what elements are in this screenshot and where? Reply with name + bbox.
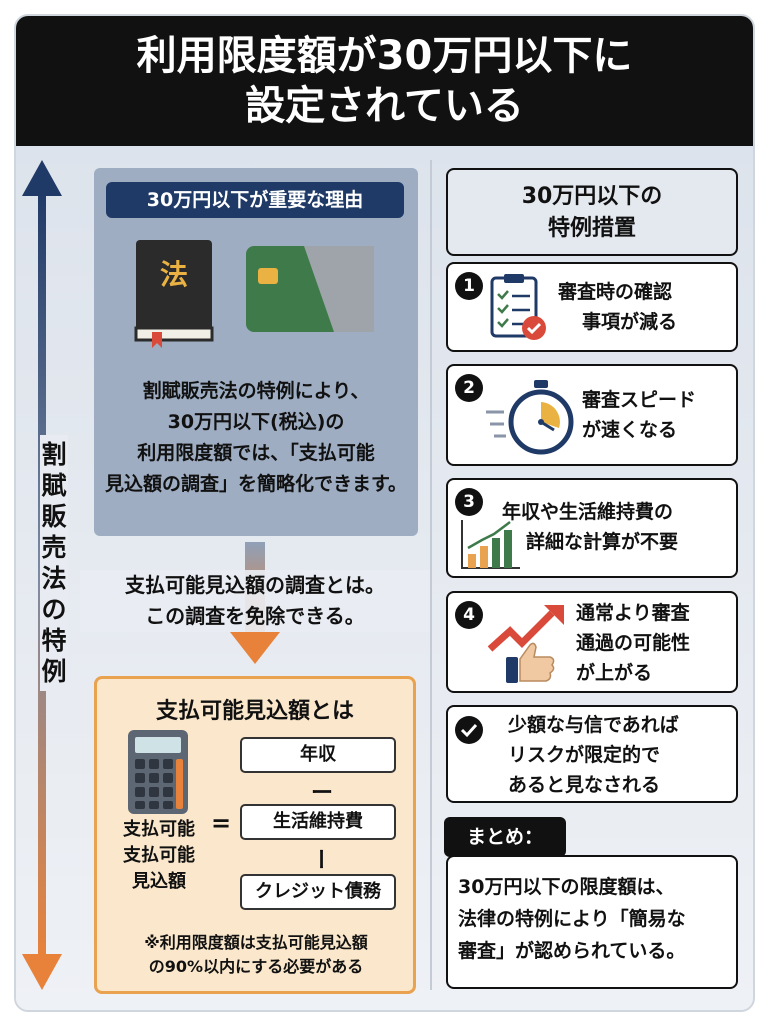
side-char: 割 — [41, 440, 67, 469]
measure-item-2: 2 審査スピード が速くなる — [446, 364, 738, 466]
item-text: 審査時の確認 事項が減る — [558, 277, 677, 337]
definition-title: 支払可能見込額とは — [155, 699, 354, 724]
item-number: 2 — [455, 374, 483, 402]
label-line: 見込額 — [132, 871, 186, 892]
law-book-icon: 法 — [134, 240, 214, 348]
reason-text: 割賦販売法の特例により、 30万円以下(税込)の 利用限度額では、「支払可能 見… — [100, 376, 412, 500]
side-char: 例 — [41, 657, 67, 686]
summary-box: 30万円以下の限度額は、 法律の特例により「簡易な 審査」が認められている。 — [446, 855, 738, 989]
summary-line: 30万円以下の限度額は、 — [458, 876, 675, 898]
item-text: 少額な与信であれば リスクが限定的で あると見なされる — [508, 710, 679, 800]
item-line: 通過の可能性 — [576, 632, 691, 654]
summary-line: 法律の特例により「簡易な — [458, 908, 686, 930]
item-line: 通常より審査 — [576, 602, 690, 624]
bar-chart-icon — [461, 520, 520, 569]
title-line-2: 設定されている — [245, 83, 524, 129]
item-line: 審査時の確認 — [558, 281, 673, 303]
heading-line: 特例措置 — [547, 216, 636, 241]
credit-debt-term: クレジット債務 — [240, 874, 396, 910]
side-char: の — [41, 595, 67, 624]
item-text: 通常より審査 通過の可能性 が上がる — [576, 598, 690, 688]
definition-note: ※利用限度額は支払可能見込額 の90%以内にする必要がある — [105, 931, 407, 979]
item-text: 審査スピード が速くなる — [582, 385, 696, 445]
trend-thumbs-up-icon — [488, 605, 564, 683]
measure-item-3: 3 年収や生活維持費の 詳細な計算が不要 — [446, 478, 738, 578]
side-char: 特 — [41, 626, 67, 655]
summary-tag: まとめ： — [444, 817, 566, 857]
credit-card-icon — [246, 246, 374, 332]
measure-item-5: 少額な与信であれば リスクが限定的で あると見なされる — [446, 705, 738, 803]
check-circle-icon — [455, 716, 483, 744]
equals-sign: = — [211, 809, 232, 837]
item-line: リスクが限定的で — [508, 744, 661, 766]
note-line: ※利用限度額は支払可能見込額 — [144, 933, 368, 952]
item-line: が上がる — [576, 662, 653, 684]
item-line: あると見なされる — [508, 774, 661, 796]
heading-line: 30万円以下の — [521, 184, 663, 209]
reason-line: 利用限度額では、「支払可能 — [137, 442, 375, 464]
summary-line: 審査」が認められている。 — [458, 940, 686, 962]
item-line: が速くなる — [582, 419, 678, 441]
living-expense-term: 生活維持費 — [240, 804, 396, 840]
minus-sign: ー — [310, 781, 333, 806]
definition-label: 支払可能 支払可能 見込額 — [107, 817, 211, 895]
item-number: 4 — [455, 601, 483, 629]
side-char: 法 — [41, 564, 67, 593]
title-banner: 利用限度額が30万円以下に 設定されている — [16, 16, 753, 146]
item-number: 1 — [455, 272, 483, 300]
exemption-text: 支払可能見込額の調査とは。 この調査を免除できる。 — [80, 570, 430, 632]
installment-sales-law-exception-label: 割 賦 販 売 法 の 特 例 — [40, 435, 68, 691]
title-line-1: 利用限度額が30万円以下に — [136, 33, 633, 79]
calculator-icon — [128, 730, 188, 814]
exemption-line: 支払可能見込額の調査とは。 — [125, 573, 385, 597]
measures-heading: 30万円以下の 特例措置 — [446, 168, 738, 256]
annual-income-term: 年収 — [240, 737, 396, 773]
side-char: 売 — [41, 533, 67, 562]
label-line: 支払可能 — [123, 819, 195, 840]
checklist-icon — [490, 274, 546, 340]
minus-sign: ー — [307, 847, 332, 870]
note-line: の90%以内にする必要がある — [148, 957, 364, 976]
definition-box: 支払可能見込額とは 支払可能 支払可能 見込額 = 年収 ー 生活維持費 ー ク… — [94, 676, 416, 994]
item-line: 事項が減る — [582, 311, 678, 333]
reason-line: 30万円以下(税込)の — [167, 411, 345, 433]
item-line: 審査スピード — [582, 389, 697, 411]
column-divider — [430, 160, 432, 990]
item-line: 年収や生活維持費の — [502, 501, 674, 523]
stopwatch-icon — [486, 380, 574, 455]
reason-line: 割賦販売法の特例により、 — [142, 380, 370, 402]
side-char: 賦 — [41, 471, 67, 500]
measure-item-1: 1 審査時の確認 事項が減る — [446, 262, 738, 352]
reason-tag: 30万円以下が重要な理由 — [106, 182, 404, 218]
exemption-line: この調査を免除できる。 — [145, 604, 365, 628]
measure-item-4: 4 通常より審査 通過の可能性 が上がる — [446, 591, 738, 693]
item-number: 3 — [455, 488, 483, 516]
book-char: 法 — [160, 258, 188, 291]
reason-panel: 30万円以下が重要な理由 法 割賦販売法の特例により、 30万円以下(税込)の … — [94, 168, 418, 536]
reason-line: 見込額の調査」を簡略化できます。 — [104, 473, 408, 495]
side-char: 販 — [41, 502, 67, 531]
item-line: 少額な与信であれば — [508, 714, 679, 736]
item-text: 年収や生活維持費の 詳細な計算が不要 — [502, 497, 678, 557]
item-line: 詳細な計算が不要 — [526, 531, 679, 553]
label-line: 支払可能 — [123, 845, 195, 866]
